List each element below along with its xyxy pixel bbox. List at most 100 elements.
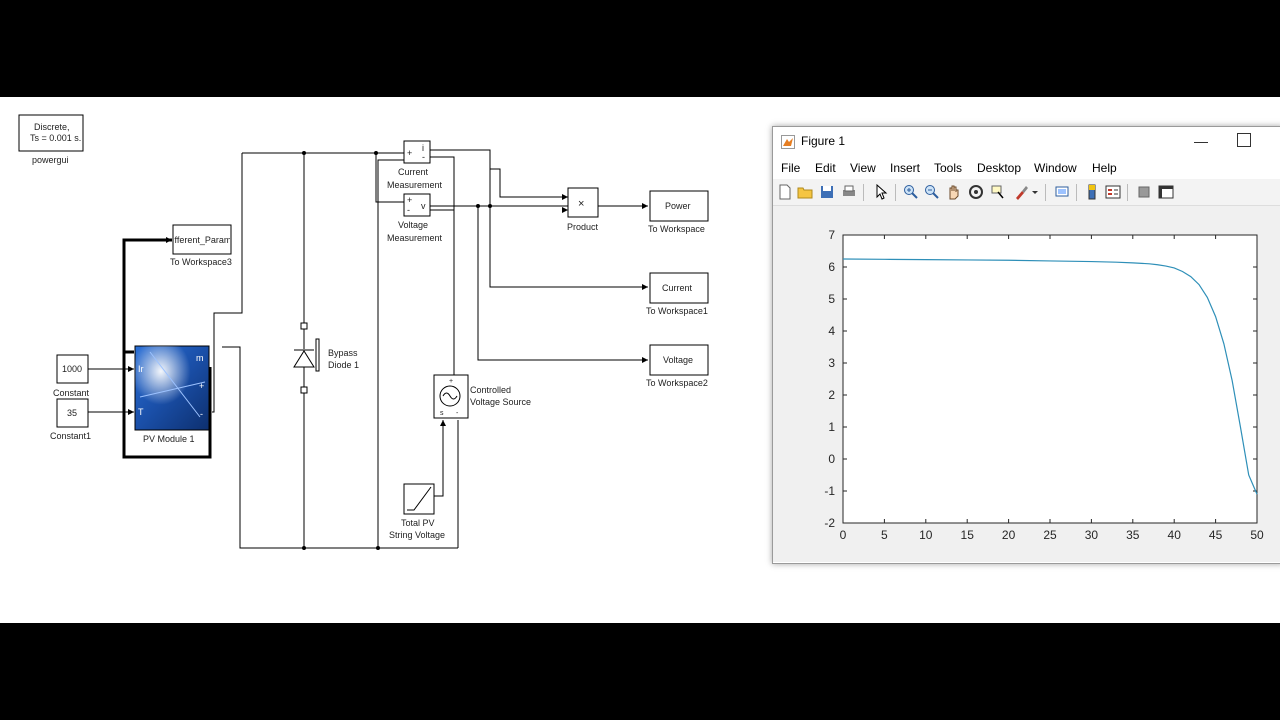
- y-tick-label: 7: [828, 228, 835, 242]
- x-tick-label: 25: [1043, 528, 1057, 542]
- cvs-label-2: Voltage Source: [470, 397, 531, 407]
- cvs-label-1: Controlled: [470, 385, 511, 395]
- open-file-icon[interactable]: [797, 184, 813, 200]
- maximize-button[interactable]: [1237, 133, 1251, 147]
- powergui-mode-text: Discrete,: [34, 122, 70, 132]
- series-line-0: [842, 258, 1258, 495]
- figure-toolbar: [773, 179, 1280, 206]
- pv-port-ir: Ir: [138, 364, 144, 374]
- zoom-out-icon[interactable]: [924, 184, 940, 200]
- power-ws-label: To Workspace: [648, 224, 705, 234]
- voltage-meas-port-minus: -: [407, 205, 410, 215]
- figure-title: Figure 1: [801, 134, 846, 148]
- menu-view[interactable]: View: [850, 161, 876, 175]
- colorbar-icon[interactable]: [1084, 184, 1100, 200]
- voltage-ws-label: To Workspace2: [646, 378, 708, 388]
- voltage-meas-label-1: Voltage: [398, 220, 428, 230]
- voltage-meas-port-out: v: [421, 201, 426, 211]
- cvs-port-minus: -: [456, 410, 459, 417]
- data-cursor-icon[interactable]: [990, 184, 1006, 200]
- print-icon[interactable]: [841, 184, 857, 200]
- constant-block[interactable]: 1000 Constant: [53, 354, 90, 398]
- controlled-voltage-source-block[interactable]: + s - Controlled Voltage Source: [433, 374, 531, 419]
- y-tick-label: -2: [824, 516, 835, 530]
- save-icon[interactable]: [819, 184, 835, 200]
- figure-menubar: File Edit View Insert Tools Desktop Wind…: [773, 157, 1280, 179]
- hide-plot-tools-icon[interactable]: [1136, 184, 1152, 200]
- ramp-label-1: Total PV: [401, 518, 435, 528]
- voltage-meas-port-plus: +: [407, 195, 412, 205]
- y-tick-label: 0: [828, 452, 835, 466]
- to-workspace3-block[interactable]: Different_Param To Workspace3: [166, 224, 232, 267]
- product-label: Product: [567, 222, 599, 232]
- current-meas-label-1: Current: [398, 167, 429, 177]
- y-tick-label: 6: [828, 260, 835, 274]
- constant1-block[interactable]: 35 Constant1: [50, 398, 91, 441]
- x-tick-label: 0: [840, 528, 847, 542]
- zoom-in-icon[interactable]: [903, 184, 919, 200]
- power-ws-var: Power: [665, 201, 691, 211]
- new-figure-icon[interactable]: [777, 184, 793, 200]
- menu-tools[interactable]: Tools: [934, 161, 963, 175]
- y-tick-label: 3: [828, 356, 835, 370]
- current-meas-port-minus: -: [422, 152, 425, 162]
- current-ws-label: To Workspace1: [646, 306, 708, 316]
- menu-file[interactable]: File: [781, 161, 801, 175]
- figure-window[interactable]: Figure 1 — File Edit View Insert Tools D…: [772, 126, 1280, 564]
- figure-titlebar[interactable]: Figure 1 —: [773, 127, 1280, 157]
- toolbar-separator: [1127, 184, 1128, 201]
- chevron-down-icon[interactable]: [1030, 184, 1040, 200]
- y-tick-label: 1: [828, 420, 835, 434]
- constant1-label: Constant1: [50, 431, 91, 441]
- menu-desktop[interactable]: Desktop: [977, 161, 1022, 175]
- voltage-ws-var: Voltage: [663, 355, 693, 365]
- pv-port-minus: -: [200, 409, 203, 419]
- to-workspace3-label: To Workspace3: [170, 257, 232, 267]
- product-symbol: ×: [578, 198, 584, 210]
- current-measurement-block[interactable]: + i - Current Measurement: [387, 140, 443, 190]
- brush-icon[interactable]: [1013, 184, 1029, 200]
- menu-help[interactable]: Help: [1092, 161, 1117, 175]
- show-plot-tools-icon[interactable]: [1158, 184, 1174, 200]
- x-tick-label: 20: [1002, 528, 1016, 542]
- to-workspace-power-block[interactable]: Power To Workspace: [648, 190, 709, 234]
- constant-value: 1000: [62, 364, 82, 374]
- bypass-diode-block[interactable]: Bypass Diode 1: [293, 322, 359, 394]
- toolbar-separator: [1076, 184, 1077, 201]
- legend-icon[interactable]: [1105, 184, 1121, 200]
- plot-area: [842, 234, 1258, 524]
- voltage-meas-label-2: Measurement: [387, 233, 443, 243]
- pv-port-t: T: [138, 407, 144, 417]
- pv-port-plus: +: [199, 381, 204, 391]
- x-tick-label: 40: [1168, 528, 1182, 542]
- menu-window[interactable]: Window: [1034, 161, 1077, 175]
- minimize-button[interactable]: —: [1194, 133, 1208, 149]
- current-meas-port-plus: +: [407, 148, 412, 158]
- ramp-block[interactable]: Total PV String Voltage: [389, 483, 445, 540]
- pan-icon[interactable]: [946, 184, 962, 200]
- voltage-measurement-block[interactable]: + - v Voltage Measurement: [387, 193, 443, 243]
- link-plot-icon[interactable]: [1054, 184, 1070, 200]
- bypass-diode-label-2: Diode 1: [328, 360, 359, 370]
- powergui-label: powergui: [32, 155, 69, 165]
- product-block[interactable]: × Product: [567, 187, 599, 232]
- pv-module-block[interactable]: Ir T m + - PV Module 1: [134, 345, 210, 444]
- powergui-block[interactable]: Discrete, Ts = 0.001 s. powergui: [18, 114, 84, 165]
- y-tick-label: 5: [828, 292, 835, 306]
- pv-module-label: PV Module 1: [143, 434, 195, 444]
- toolbar-separator: [1045, 184, 1046, 201]
- to-workspace-current-block[interactable]: Current To Workspace1: [646, 272, 709, 316]
- toolbar-separator: [863, 184, 864, 201]
- x-tick-label: 35: [1126, 528, 1140, 542]
- toolbar-separator: [895, 184, 896, 201]
- pointer-icon[interactable]: [873, 184, 889, 200]
- menu-insert[interactable]: Insert: [890, 161, 921, 175]
- rotate-icon[interactable]: [968, 184, 984, 200]
- x-tick-label: 30: [1085, 528, 1099, 542]
- pv-port-m: m: [196, 353, 204, 363]
- bypass-diode-label-1: Bypass: [328, 348, 358, 358]
- menu-edit[interactable]: Edit: [815, 161, 836, 175]
- to-workspace-voltage-block[interactable]: Voltage To Workspace2: [646, 344, 709, 388]
